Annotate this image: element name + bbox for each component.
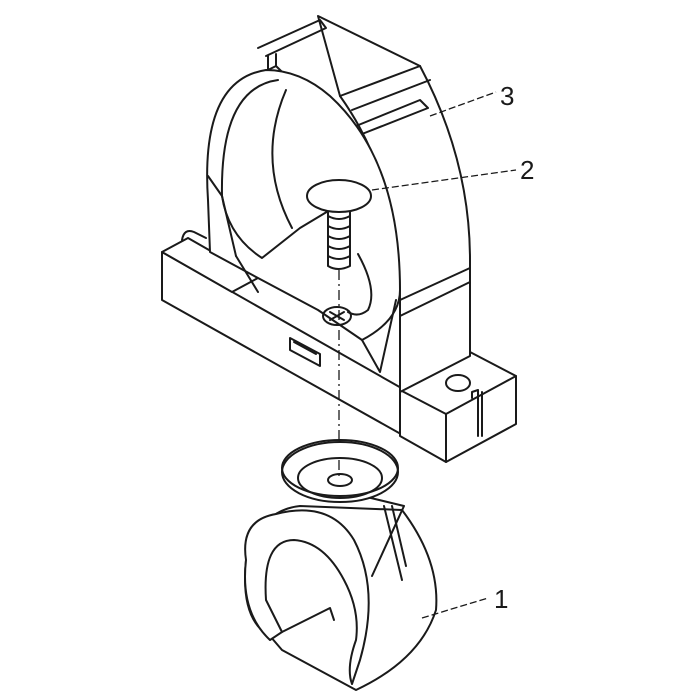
part-label-2: 2 (520, 155, 535, 185)
part-label-1: 1 (494, 584, 509, 614)
clamp-holder-part (161, 15, 517, 463)
saddle-clip-part (244, 439, 438, 691)
screw-part (306, 179, 372, 270)
part-label-3: 3 (500, 81, 515, 111)
leader-line-1 (421, 597, 489, 619)
leader-line-3 (429, 91, 497, 117)
leader-line-2 (371, 169, 517, 191)
